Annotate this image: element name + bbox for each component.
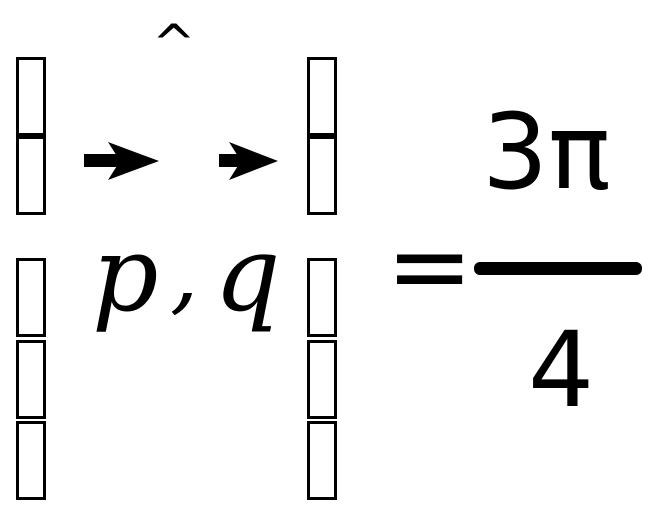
right-arrow-icon — [219, 142, 278, 180]
fraction-denominator: 4 — [528, 309, 595, 431]
fraction-numerator: 3π — [482, 91, 611, 213]
placeholder-box-left-3 — [16, 258, 46, 337]
placeholder-box-right-5 — [307, 421, 337, 500]
placeholder-box-left-2 — [16, 136, 46, 215]
equals-sign: = — [386, 205, 474, 327]
placeholder-box-left-5 — [16, 421, 46, 500]
fraction-bar — [474, 262, 642, 275]
comma-separator: , — [170, 220, 199, 325]
variable-q: q — [214, 213, 281, 335]
placeholder-box-right-2 — [307, 136, 337, 215]
placeholder-box-left-1 — [16, 57, 46, 136]
placeholder-box-right-4 — [307, 340, 337, 419]
placeholder-box-left-4 — [16, 340, 46, 419]
placeholder-box-right-1 — [307, 57, 337, 136]
placeholder-box-right-3 — [307, 258, 337, 337]
hat-accent: ^ — [152, 14, 196, 74]
right-arrow-icon — [84, 142, 159, 180]
variable-p: p — [92, 213, 159, 335]
